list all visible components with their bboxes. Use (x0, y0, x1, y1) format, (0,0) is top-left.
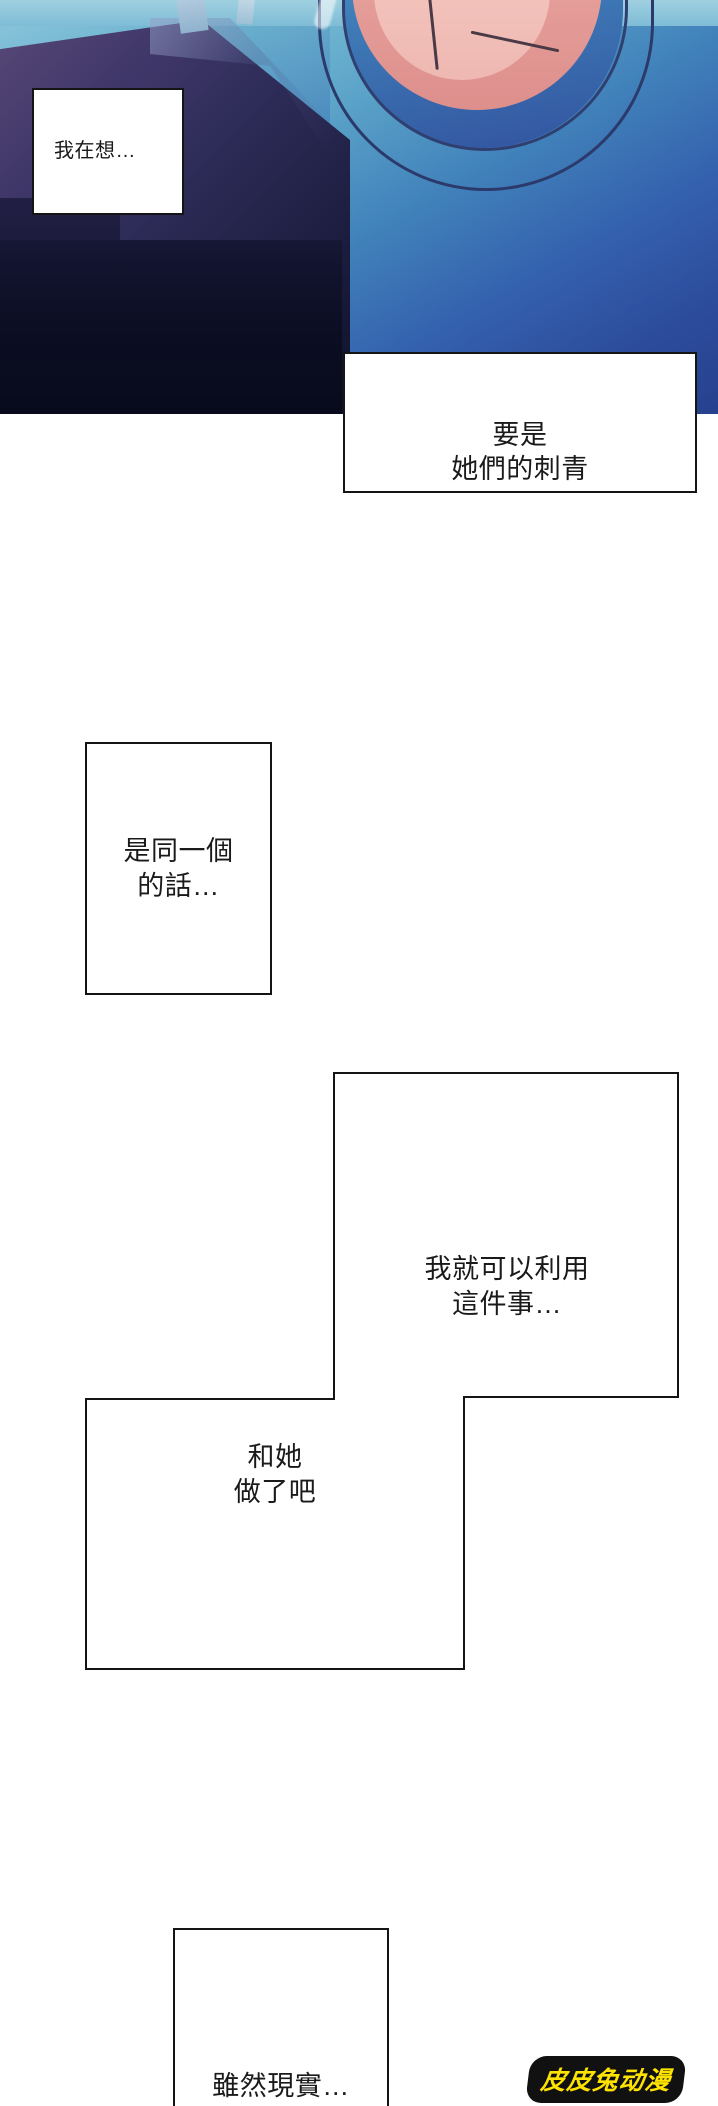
speech-bubble-2-text: 要是 她們的刺青 (451, 419, 589, 485)
speech-bubble-5-text: 雖然現實… (212, 2071, 350, 2102)
speech-bubble-1: 我在想… (32, 88, 184, 215)
site-watermark-text: 皮皮兔动漫 (539, 2066, 673, 2095)
speech-bubble-4-l-shaped: 我就可以利用 這件事… 和她 做了吧 (85, 1072, 679, 1670)
bag-strap (175, 0, 209, 34)
speech-bubble-4-fill (87, 1074, 677, 1668)
speech-bubble-2: 要是 她們的刺青 (343, 352, 697, 493)
comic-artwork-panel (0, 0, 718, 414)
speech-bubble-5: 雖然現實… (173, 1928, 389, 2106)
jacket-shadow-bottom (0, 240, 342, 414)
speech-bubble-4-text-bottom: 和她 做了吧 (233, 1442, 317, 1507)
speech-bubble-3-text: 是同一個 的話… (123, 835, 234, 901)
speech-bubble-3: 是同一個 的話… (85, 742, 272, 995)
speech-bubble-4-text-top: 我就可以利用 這件事… (424, 1254, 590, 1319)
speech-bubble-1-text: 我在想… (54, 139, 136, 162)
site-watermark: 皮皮兔动漫 (525, 2056, 687, 2103)
